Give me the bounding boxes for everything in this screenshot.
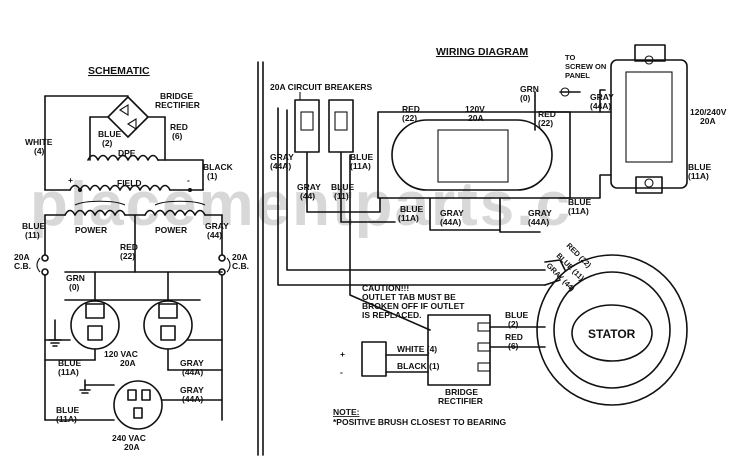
red6-label: RED [170,122,188,132]
cb-left-sub: C.B. [14,261,31,271]
gray44-num: (44) [300,191,315,201]
gray44a-low-num: (44A) [182,394,203,404]
field-label: FIELD [117,178,142,188]
caution-line-1: OUTLET TAB MUST BE [362,292,456,302]
red22-label: RED [120,242,138,252]
red6-r-num: (6) [508,341,519,351]
v120-sub: 20A [468,113,484,123]
bridge-rectifier-label-1: BRIDGE [160,91,193,101]
bridge-r-sub: RECTIFIER [438,396,483,406]
white4-label: WHITE [25,137,53,147]
watermark: placementparts.c [30,170,572,239]
vac120-sub: 20A [120,358,136,368]
red22b-num: (22) [538,118,553,128]
gray44a-r-label: GRAY [590,92,614,102]
black1-label: BLACK [203,162,234,172]
red22-label-r: RED [402,104,420,114]
gray44-label: GRAY [297,182,321,192]
black1-r-label: BLACK (1) [397,361,440,371]
blue11a-r-label: BLUE [688,162,711,172]
brush-minus: - [340,367,343,377]
bridge-r-label: BRIDGE [445,387,478,397]
gray44a-l-label: GRAY [270,152,294,162]
red22-num-r: (22) [402,113,417,123]
blue11a-l-label: BLUE [350,152,373,162]
gray44-top-num: (44) [207,230,222,240]
gray44a-c-num: (44A) [440,217,461,227]
blue11a-low-label: BLUE [56,405,79,415]
black1-num: (1) [207,171,218,181]
gray44a-low-label: GRAY [180,385,204,395]
red22-num: (22) [120,251,135,261]
red6-r-label: RED [505,332,523,342]
screw-label-2: SCREW ON [565,62,606,71]
schematic-wiring [36,95,231,430]
caution-title: CAUTION!!! [362,283,409,293]
white4-r-label: WHITE (4) [397,344,437,354]
gray44a-mid-label: GRAY [180,358,204,368]
caution-line-3: IS REPLACED. [362,310,422,320]
field-minus: - [187,175,190,185]
blue11a-c-num: (11A) [398,213,419,223]
blue11a-c-label: BLUE [400,204,423,214]
cb-left-label: 20A [14,252,30,262]
note-title: NOTE: [333,407,360,417]
blue11a-low-num: (11A) [56,414,77,424]
wiring-title: WIRING DIAGRAM [436,46,528,58]
wiring-components [277,44,688,406]
blue11a-mid-label: BLUE [58,358,81,368]
screw-label-3: PANEL [565,71,590,80]
v120-label: 120V [465,104,485,114]
gray44a-c2-num: (44A) [528,217,549,227]
blue2-label: BLUE [98,129,121,139]
grn0-num: (0) [69,282,80,292]
caution-line-2: BROKEN OFF IF OUTLET [362,301,465,311]
power-left-label: POWER [75,225,107,235]
cb-right-label: 20A [232,252,248,262]
blue11-label: BLUE [331,182,354,192]
grn0-label-r: GRN [520,84,539,94]
red22b-label: RED [538,109,556,119]
screw-label-1: TO [565,53,575,62]
vac120-label: 120 VAC [104,349,138,359]
dpe-label: DPE [118,148,136,158]
gray44a-r-num: (44A) [590,101,611,111]
breakers-label: 20A CIRCUIT BREAKERS [270,82,373,92]
blue11a-c2-num: (11A) [568,206,589,216]
blue11-top-num: (11) [25,230,40,240]
stator-label: STATOR [588,327,636,341]
blue11a-r-num: (11A) [688,171,709,181]
v120-240-sub: 20A [700,116,716,126]
blue11a-l-num: (11A) [350,161,371,171]
white4-num: (4) [34,146,45,156]
schematic-title: SCHEMATIC [88,65,150,77]
blue2-num: (2) [102,138,113,148]
gray44a-mid-num: (44A) [182,367,203,377]
grn0-label: GRN [66,273,85,283]
field-plus: + [68,175,73,185]
blue2-r-num: (2) [508,319,519,329]
v120-240-label: 120/240V [690,107,727,117]
vac240-label: 240 VAC [112,433,146,443]
note-text: *POSITIVE BRUSH CLOSEST TO BEARING [333,417,507,427]
vac240-sub: 20A [124,442,140,452]
gray44-top-label: GRAY [205,221,229,231]
blue2-r-label: BLUE [505,310,528,320]
red6-num: (6) [172,131,183,141]
blue11-top-label: BLUE [22,221,45,231]
grn0-num-r: (0) [520,93,531,103]
bridge-rectifier-label: RECTIFIER [155,100,200,110]
blue11a-c2-label: BLUE [568,197,591,207]
blue11-num: (11) [334,191,349,201]
gray44a-l-num: (44A) [270,161,291,171]
brush-plus: + [340,349,345,359]
power-right-label: POWER [155,225,187,235]
cb-right-sub: C.B. [232,261,249,271]
gray44a-c-label: GRAY [440,208,464,218]
gray44a-c2-label: GRAY [528,208,552,218]
blue11a-mid-num: (11A) [58,367,79,377]
